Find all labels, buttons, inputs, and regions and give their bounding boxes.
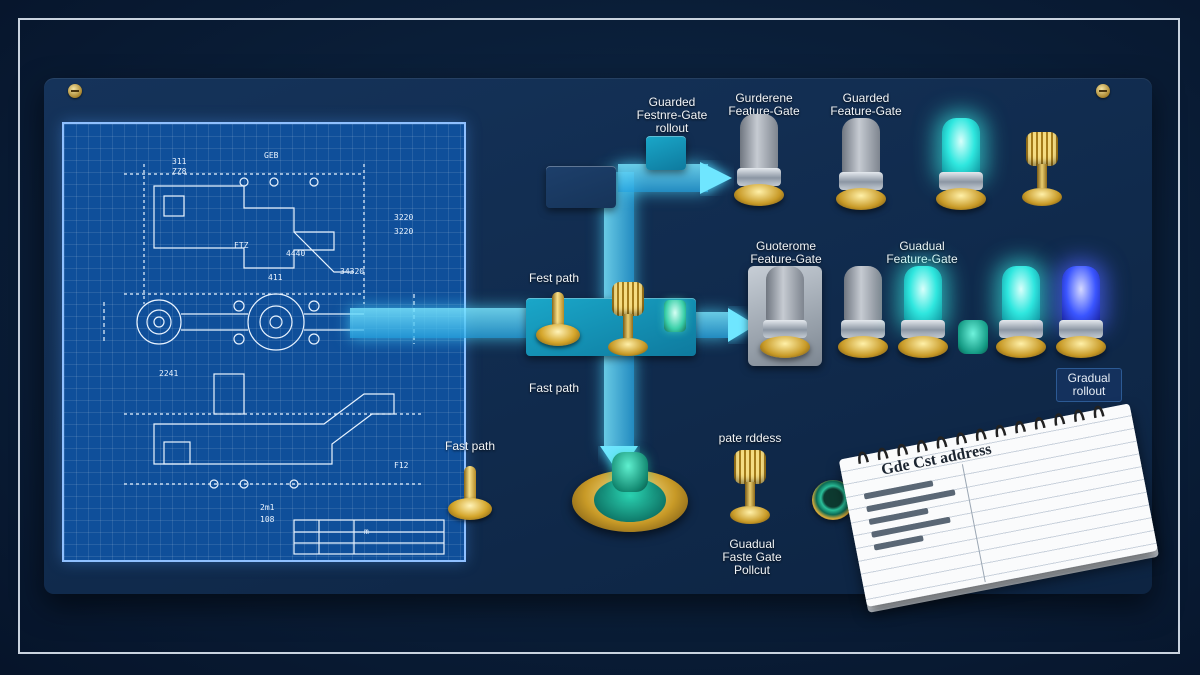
label-gurderene-feature-gate: Gurderene Feature-Gate bbox=[728, 91, 800, 118]
blueprint-drawing: 311 ZZ8 GEB 3220 3220 FTZ 4440 34320 411… bbox=[103, 151, 445, 555]
toggle-switch[interactable] bbox=[530, 290, 586, 346]
label-pate-address: pate rddess bbox=[718, 431, 782, 445]
lamp-glass bbox=[1002, 266, 1040, 324]
lamp-ring bbox=[737, 168, 781, 186]
blueprint-note: F12 bbox=[394, 461, 409, 470]
outer-frame bbox=[18, 18, 1180, 654]
toggle-base bbox=[536, 324, 580, 346]
light-pipe bbox=[350, 308, 540, 338]
lamp-bezel bbox=[996, 336, 1046, 358]
label-fast-path-bottom: Fast path bbox=[528, 381, 580, 395]
toggle-base bbox=[448, 498, 492, 520]
blueprint-note: 411 bbox=[268, 273, 283, 282]
label-guadual-feature-gate: Guadual Feature-Gate bbox=[886, 239, 958, 266]
indicator-lamp bbox=[838, 266, 888, 366]
blueprint-note: 4440 bbox=[286, 249, 305, 258]
lamp-bezel bbox=[838, 336, 888, 358]
label-guarded-feature-gate: Guarded Feature-Gate bbox=[830, 91, 902, 118]
lamp-glass bbox=[904, 266, 942, 324]
blueprint-sheet: 311 ZZ8 GEB 3220 3220 FTZ 4440 34320 411… bbox=[62, 122, 466, 562]
toggle-switch[interactable] bbox=[442, 464, 498, 520]
arrow-right-icon bbox=[728, 308, 756, 342]
mount-tab bbox=[646, 136, 686, 170]
spiral-binding-icon bbox=[858, 405, 1105, 465]
screw-icon bbox=[68, 84, 82, 98]
small-indicator bbox=[958, 320, 988, 354]
blueprint-note: m bbox=[364, 527, 369, 536]
lamp-bezel bbox=[898, 336, 948, 358]
label-faste-gate-pollcut: Guadual Faste Gate Pollcut bbox=[722, 537, 782, 577]
knob-cap bbox=[734, 450, 766, 484]
lamp-glass bbox=[766, 266, 804, 324]
label-fast-path-left: Fast path bbox=[444, 439, 496, 453]
blueprint-note: 3220 bbox=[394, 227, 413, 236]
toggle-lever bbox=[552, 292, 564, 332]
lamp-glass bbox=[844, 266, 882, 324]
toggle-lever bbox=[464, 466, 476, 506]
light-pipe bbox=[690, 312, 730, 338]
lamp-bezel bbox=[1056, 336, 1106, 358]
lamp-bezel bbox=[760, 336, 810, 358]
small-indicator bbox=[664, 300, 686, 332]
blueprint-note: GEB bbox=[264, 151, 279, 160]
lamp-glass bbox=[942, 118, 980, 176]
rotary-knob[interactable] bbox=[1018, 132, 1066, 206]
blueprint-note: ZZ8 bbox=[172, 167, 187, 176]
rotary-knob[interactable] bbox=[604, 282, 652, 356]
lamp-ring bbox=[901, 320, 945, 338]
label-guarded-rollout: Guarded Festnre-Gate rollout bbox=[636, 95, 708, 135]
blueprint-note: FTZ bbox=[234, 241, 249, 250]
blueprint-note: 3220 bbox=[394, 213, 413, 222]
lamp-bezel bbox=[836, 188, 886, 210]
label-fast-path-top: Fest path bbox=[528, 271, 580, 285]
lamp-ring bbox=[939, 172, 983, 190]
indicator-lamp-lit bbox=[898, 266, 948, 366]
blueprint-note: 108 bbox=[260, 515, 275, 524]
lamp-bezel bbox=[734, 184, 784, 206]
knob-neck bbox=[745, 482, 755, 506]
knob-foot bbox=[730, 506, 770, 524]
lamp-ring bbox=[841, 320, 885, 338]
arrow-right-icon bbox=[700, 162, 732, 194]
blueprint-note: 2241 bbox=[159, 369, 178, 378]
lamp-glass bbox=[1062, 266, 1100, 324]
joystick-handle[interactable] bbox=[612, 452, 648, 492]
blueprint-note: 34320 bbox=[340, 267, 364, 276]
lamp-ring bbox=[839, 172, 883, 190]
indicator-lamp-lit bbox=[936, 118, 986, 218]
lamp-bezel bbox=[936, 188, 986, 210]
gradual-rollout-badge: Gradual rollout bbox=[1056, 368, 1122, 402]
knob-cap bbox=[612, 282, 644, 316]
knob-foot bbox=[608, 338, 648, 356]
lamp-ring bbox=[763, 320, 807, 338]
indicator-lamp bbox=[760, 266, 810, 366]
knob-cap bbox=[1026, 132, 1058, 166]
lamp-ring bbox=[1059, 320, 1103, 338]
label-guoterome-feature-gate: Guoterome Feature-Gate bbox=[750, 239, 822, 266]
mount-plate bbox=[546, 166, 616, 208]
indicator-lamp bbox=[734, 114, 784, 214]
indicator-lamp bbox=[836, 118, 886, 218]
lamp-glass bbox=[842, 118, 880, 176]
rotary-knob[interactable] bbox=[726, 450, 774, 524]
indicator-lamp-lit-blue bbox=[1056, 266, 1106, 366]
lamp-glass bbox=[740, 114, 778, 172]
indicator-lamp-lit bbox=[996, 266, 1046, 366]
knob-neck bbox=[1037, 164, 1047, 188]
blueprint-note: 311 bbox=[172, 157, 187, 166]
blueprint-note: 2m1 bbox=[260, 503, 275, 512]
lamp-ring bbox=[999, 320, 1043, 338]
screw-icon bbox=[1096, 84, 1110, 98]
light-pipe bbox=[604, 340, 634, 450]
knob-neck bbox=[623, 314, 633, 338]
knob-foot bbox=[1022, 188, 1062, 206]
notepad: Gde Cst address bbox=[836, 391, 1159, 608]
